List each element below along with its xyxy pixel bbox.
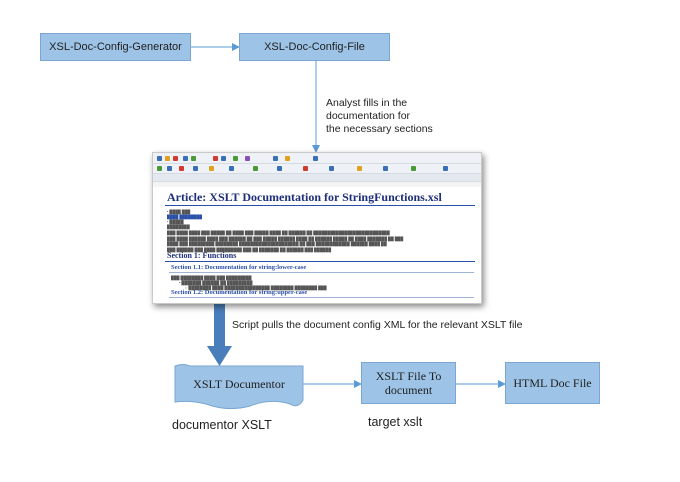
section-1-heading: Section 1: Functions: [167, 251, 237, 260]
html-doc-label: HTML Doc File: [513, 376, 592, 390]
documentor-label: XSLT Documentor: [193, 377, 285, 391]
documentor-xslt-caption: documentor XSLT: [172, 418, 272, 432]
body-text-line: • █████: [167, 219, 184, 224]
section-1-1-rule: [169, 272, 474, 273]
analyst-note-line-2: documentation for: [326, 110, 411, 122]
body-text-line: ████ ████████: [167, 214, 203, 219]
screenshot-toolbar-1: [153, 153, 481, 164]
target-xslt-caption: target xslt: [368, 415, 423, 429]
analyst-note-line-3: the necessary sections: [326, 123, 433, 135]
body-text-line: ███ ██████ ███ ████ █████████ ███ ██ ███…: [167, 247, 332, 252]
analyst-note: Analyst fills in the documentation for t…: [326, 97, 433, 136]
section-1-rule: [165, 261, 475, 262]
html-doc-box: HTML Doc File: [505, 362, 600, 404]
documentation-screenshot: Article: XSLT Documentation for StringFu…: [152, 152, 482, 304]
config-file-box: XSL-Doc-Config-File: [239, 33, 390, 61]
body-text-line: ███ ████████ ████ ███ █████████: [171, 275, 252, 280]
analyst-note-line-1: Analyst fills in the: [326, 97, 408, 109]
article-title-rule: [165, 205, 475, 206]
body-text-line: ███ ████ ████ ███ █████ ██ ████ ███ ████…: [167, 230, 390, 235]
config-file-label: XSL-Doc-Config-File: [264, 41, 365, 53]
xslt-to-doc-box: XSLT File To document: [361, 362, 456, 404]
xslt-to-doc-label: XSLT File To document: [375, 369, 442, 397]
body-text-line: ○ ████████ ████ ████████████████ ███████…: [185, 285, 327, 290]
thick-down-arrow: [207, 304, 232, 366]
body-text-line: • ███████ ██████ ██ █████████: [179, 280, 253, 285]
section-1-1-heading: Section 1.1: Documentation for string:lo…: [171, 264, 307, 271]
body-text-line: ███ ████ ██████ ████ ███ ██████ ██ ███ █…: [167, 236, 404, 241]
body-text-line: ████████: [167, 224, 190, 229]
screenshot-toolbar-2: [153, 164, 481, 174]
generator-label: XSL-Doc-Config-Generator: [49, 41, 182, 53]
section-1-2-rule: [169, 297, 474, 298]
body-text-line: ████ ███ █████████ ████████ ████████████…: [167, 241, 387, 246]
section-1-2-heading: Section 1.2: Documentation for string:up…: [171, 289, 308, 296]
article-title: Article: XSLT Documentation for StringFu…: [167, 190, 442, 204]
body-text-line: • ████ ███: [167, 209, 191, 214]
documentor-shape: [174, 364, 304, 410]
screenshot-mode-bar: [153, 182, 481, 187]
generator-box: XSL-Doc-Config-Generator: [40, 33, 191, 61]
script-note: Script pulls the document config XML for…: [232, 319, 523, 331]
screenshot-tabs: [153, 174, 481, 182]
